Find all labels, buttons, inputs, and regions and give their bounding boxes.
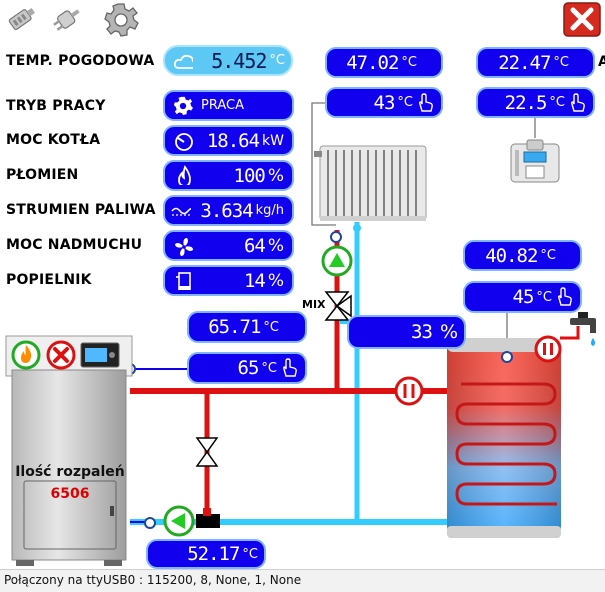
flame-value: 100 [233, 164, 266, 187]
room-temp-display: 22.47°C [476, 47, 595, 78]
radiator-setpoint-unit: °C [397, 95, 413, 110]
mixer-position-display: 33% [347, 315, 466, 349]
radiator-temp-value: 47.02 [346, 51, 399, 74]
tank-setpoint-value: 45 [512, 286, 535, 308]
tank-temp-display: 40.82°C [463, 240, 582, 271]
close-icon[interactable] [563, 2, 601, 37]
bypass-valve-icon [195, 437, 219, 467]
mix-label: MIX [302, 298, 326, 311]
power-value: 18.64 [206, 129, 260, 152]
radiator [314, 145, 427, 221]
fuel-flow-icon [171, 207, 191, 216]
supply-pump-icon [394, 376, 424, 406]
ash-bin-icon [176, 272, 191, 290]
radiator-sensor-dot [330, 231, 342, 243]
radiator-pump-icon [321, 245, 353, 277]
room-setpoint-value: 22.5 [504, 91, 548, 114]
weather-value: 5.452 [211, 48, 267, 73]
power-unit: kW [262, 132, 284, 149]
boiler-setpoint-display[interactable]: 65°C [187, 352, 307, 384]
mode-label: TRYB PRACY [6, 98, 106, 114]
hot-water-tank [447, 338, 561, 538]
tank-temp-value: 40.82 [485, 244, 538, 267]
tank-temp-unit: °C [540, 248, 556, 263]
boiler-temp-value: 65.71 [208, 316, 261, 338]
return-temp-unit: °C [242, 546, 258, 562]
radiator-setpoint-value: 43 [373, 91, 396, 114]
weather-display: 5.452 °C [163, 45, 293, 76]
edge-letter: A [598, 54, 605, 70]
room-thermostat-icon [510, 139, 560, 183]
flame-status-icon [11, 340, 41, 370]
flame-display: 100% [163, 160, 294, 191]
fan-label: MOC NADMUCHU [6, 237, 143, 253]
ash-unit: % [267, 270, 284, 291]
touch-hand-icon [282, 358, 297, 377]
boiler-unit [5, 335, 133, 566]
cloud-icon [173, 54, 193, 69]
hydraulic-schematic [5, 102, 596, 566]
boiler-pump-icon [163, 505, 195, 537]
ash-display: 14% [163, 265, 294, 296]
fan-unit: % [267, 235, 284, 256]
mixing-valve-icon [324, 291, 352, 321]
ash-label: POPIELNIK [6, 272, 92, 288]
touch-hand-icon [570, 92, 585, 112]
ignitions-value: 6506 [50, 486, 90, 502]
boiler-temp-display: 65.71°C [187, 311, 307, 343]
radiator-temp-unit: °C [401, 55, 417, 70]
fan-display: 64% [163, 230, 294, 261]
return-sensor-dot [144, 517, 156, 529]
return-temp-display: 52.17°C [146, 539, 266, 569]
ash-value: 14 [243, 269, 266, 292]
network-cable-icon[interactable] [4, 3, 38, 35]
flame-label: PŁOMIEN [6, 167, 79, 183]
gear-icon[interactable] [101, 2, 141, 38]
boiler-setpoint-unit: °C [261, 360, 277, 376]
mixer-value: 33 [411, 321, 433, 343]
fuel-value: 3.634 [200, 199, 253, 222]
radiator-sensor-line [311, 102, 336, 226]
status-bar: Połączony na ttyUSB0 : 115200, 8, None, … [0, 569, 605, 592]
room-setpoint-display[interactable]: 22.5°C [476, 87, 595, 118]
tank-outlet-pump-icon [534, 335, 562, 363]
return-temp-value: 52.17 [187, 543, 240, 565]
weather-unit: °C [269, 53, 285, 68]
flame-icon [178, 165, 191, 185]
mode-value: PRACA [201, 98, 244, 113]
room-temp-value: 22.47 [498, 51, 551, 74]
gauge-icon [175, 133, 193, 151]
tank-sensor-dot [501, 351, 513, 363]
touch-hand-icon [557, 287, 572, 306]
tank-setpoint-display[interactable]: 45°C [463, 281, 582, 313]
radiator-temp-display: 47.02°C [325, 47, 443, 78]
power-label: MOC KOTŁA [6, 132, 101, 148]
fan-value: 64 [243, 234, 266, 257]
tank-hot-outlet [560, 326, 580, 340]
weather-label: TEMP. POGODOWA [6, 53, 155, 69]
gear-icon [173, 96, 193, 116]
room-temp-unit: °C [553, 55, 569, 70]
water-tap-icon [570, 312, 596, 346]
fan-icon [175, 238, 193, 256]
mixer-unit: % [439, 321, 458, 343]
alarm-off-icon [46, 340, 76, 370]
boiler-temp-unit: °C [263, 319, 279, 335]
flame-unit: % [267, 165, 284, 186]
power-plug-icon[interactable] [50, 3, 84, 35]
fuel-unit: kg/h [255, 203, 284, 218]
controller-panel-icon [80, 342, 120, 368]
touch-hand-icon [418, 92, 433, 112]
room-setpoint-unit: °C [549, 95, 565, 110]
radiator-setpoint-display[interactable]: 43°C [325, 87, 443, 118]
fuel-label: STRUMIEN PALIWA [6, 202, 156, 218]
junction-block [196, 514, 220, 528]
boiler-setpoint-value: 65 [237, 357, 260, 379]
tank-setpoint-unit: °C [536, 289, 552, 305]
mode-display[interactable]: PRACA [163, 90, 294, 121]
ignitions-label: Ilość rozpaleń [15, 464, 125, 480]
